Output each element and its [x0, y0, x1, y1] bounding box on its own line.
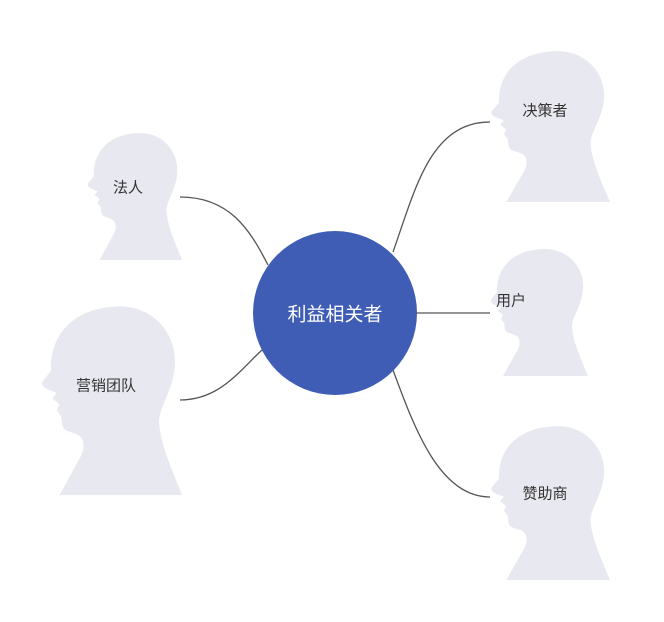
node-label-decision-maker: 决策者 — [522, 101, 568, 120]
node-label-legal-person: 法人 — [112, 178, 144, 197]
connector-legal-person — [179, 196, 269, 266]
center-node-circle — [253, 231, 417, 395]
center-node-label: 利益相关者 — [287, 303, 383, 326]
head-silhouette-marketing-team — [42, 306, 182, 495]
node-label-marketing-team: 营销团队 — [75, 376, 137, 395]
head-silhouette-user — [490, 248, 588, 376]
connector-marketing-team — [179, 349, 263, 401]
connector-sponsor — [392, 369, 491, 498]
node-label-sponsor: 赞助商 — [522, 484, 568, 503]
connector-decision-maker — [392, 121, 491, 253]
node-label-user: 用户 — [495, 291, 527, 310]
head-silhouette-decision-maker — [491, 51, 610, 202]
